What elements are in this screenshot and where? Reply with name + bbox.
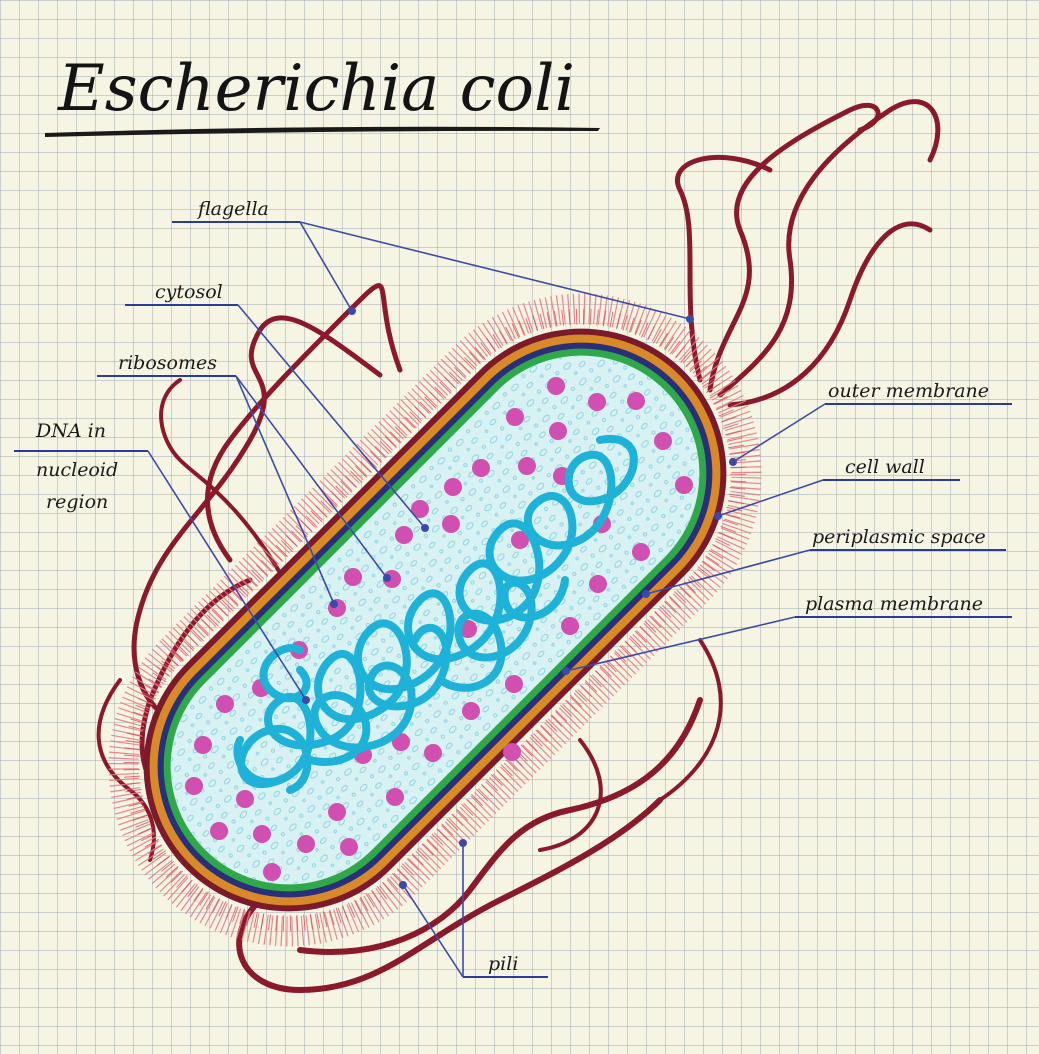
title-underline (45, 126, 600, 137)
label-outer-membrane: outer membrane (828, 380, 989, 402)
label-flagella: flagella (196, 198, 269, 220)
label-dna-line2: nucleoid (36, 459, 118, 481)
label-pili: pili (488, 953, 518, 975)
label-ribosomes: ribosomes (118, 352, 217, 374)
label-periplasmic-space: periplasmic space (812, 526, 986, 548)
leader-lines (14, 221, 1012, 978)
diagram-title: Escherichia coli (57, 52, 575, 126)
label-dna-line3: region (46, 491, 108, 513)
label-cell-wall: cell wall (845, 456, 925, 478)
ribosomes (185, 377, 693, 881)
flagella (96, 99, 941, 994)
label-dna-line1: DNA in (35, 420, 106, 442)
dna-nucleoid (233, 434, 638, 794)
label-cytosol: cytosol (155, 281, 223, 303)
pili-fringe (108, 293, 762, 947)
label-plasma-membrane: plasma membrane (805, 593, 983, 615)
